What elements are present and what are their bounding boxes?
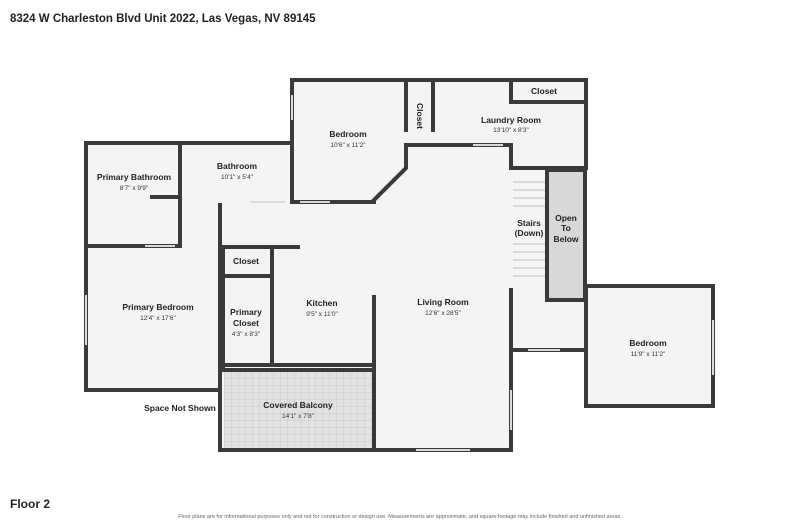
floor-label: Floor 2 xyxy=(10,497,51,511)
label-laundry-closet: Closet xyxy=(531,86,557,96)
label-open-3: Below xyxy=(553,234,578,244)
label-primary-bathroom: Primary Bathroom xyxy=(97,172,172,182)
dim-living-room: 12'6" x 28'5" xyxy=(425,310,461,317)
dim-kitchen: 9'5" x 11'0" xyxy=(306,311,338,318)
dim-bathroom: 10'1" x 5'4" xyxy=(221,174,254,181)
label-open-2: To xyxy=(561,223,571,233)
label-laundry: Laundry Room xyxy=(481,115,541,125)
label-closet-vertical: Closet xyxy=(415,103,425,129)
floor-fills xyxy=(86,80,713,450)
label-bedroom-top: Bedroom xyxy=(329,129,367,139)
dim-primary-closet: 4'3" x 8'3" xyxy=(232,331,261,338)
label-open-1: Open xyxy=(555,213,577,223)
label-primary-bedroom: Primary Bedroom xyxy=(122,302,194,312)
label-covered-balcony: Covered Balcony xyxy=(263,400,333,410)
dim-primary-bedroom: 12'4" x 17'6" xyxy=(140,315,176,322)
label-bathroom: Bathroom xyxy=(217,161,258,171)
label-primary-closet-1: Primary xyxy=(230,307,262,317)
dim-covered-balcony: 14'1" x 7'8" xyxy=(282,413,315,420)
label-stairs-2: (Down) xyxy=(515,228,544,238)
dim-bedroom-top: 10'6" x 11'2" xyxy=(330,142,366,149)
label-bedroom-right: Bedroom xyxy=(629,338,667,348)
label-primary-closet-2: Closet xyxy=(233,318,259,328)
open-to-below-area xyxy=(549,172,583,298)
dim-laundry: 13'10" x 8'3" xyxy=(493,127,529,134)
label-closet-small: Closet xyxy=(233,256,259,266)
dim-primary-bathroom: 8'7" x 9'9" xyxy=(120,185,149,192)
property-address: 8324 W Charleston Blvd Unit 2022, Las Ve… xyxy=(10,13,316,25)
stair-treads xyxy=(513,181,546,277)
window-lines xyxy=(85,95,714,451)
dim-bedroom-right: 11'9" x 11'2" xyxy=(631,351,666,358)
balcony-tiles xyxy=(224,372,374,450)
label-living-room: Living Room xyxy=(417,297,469,307)
label-stairs-1: Stairs xyxy=(517,218,541,228)
disclaimer: Floor plans are for informational purpos… xyxy=(178,514,622,520)
label-kitchen: Kitchen xyxy=(306,298,337,308)
space-not-shown-label: Space Not Shown xyxy=(144,403,216,413)
